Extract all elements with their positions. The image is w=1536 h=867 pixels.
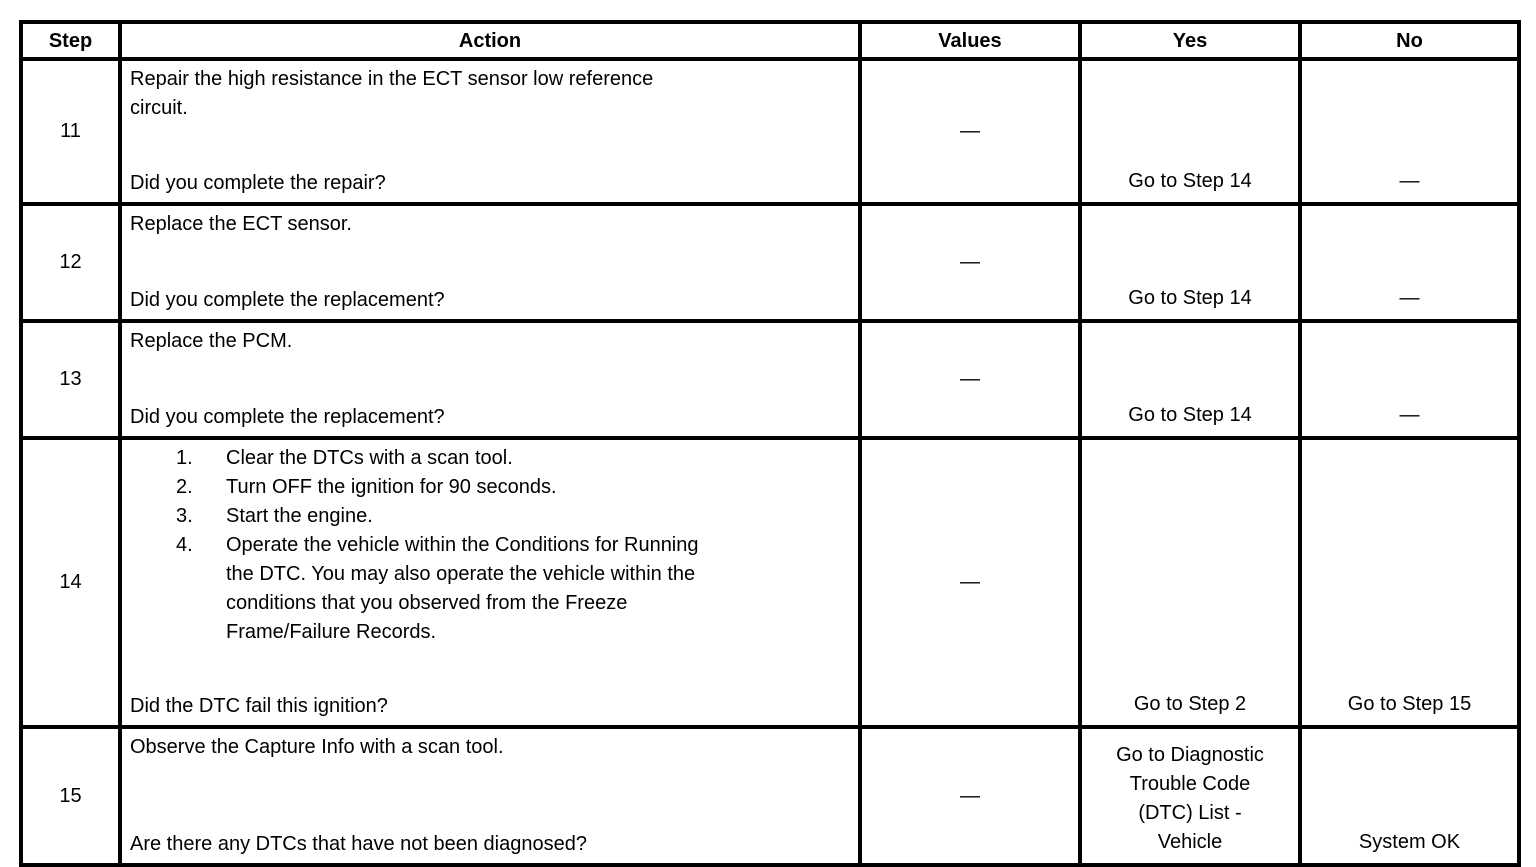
action-cell: Replace the PCM. Did you complete the re… [118, 319, 862, 440]
list-item-line: Frame/Failure Records. [226, 621, 437, 643]
step-number: 13 [19, 319, 122, 440]
column-header-yes: Yes [1078, 20, 1302, 61]
column-header-values: Values [858, 20, 1082, 61]
step-number: 14 [19, 436, 122, 729]
yes-branch-cell: Go to Step 2 [1078, 436, 1302, 729]
action-spacer [130, 123, 852, 169]
action-numbered-list: 1. Clear the DTCs with a scan tool. 2. T… [130, 444, 852, 647]
no-branch-cell: Go to Step 15 [1298, 436, 1521, 729]
yes-branch-line: (DTC) List - [1138, 802, 1242, 824]
action-instruction: Replace the ECT sensor. [130, 210, 852, 239]
list-item-number: 2. [176, 476, 193, 498]
yes-branch-cell: Go to Diagnostic Trouble Code (DTC) List… [1078, 725, 1302, 867]
list-item-line: Clear the DTCs with a scan tool. [226, 447, 513, 469]
action-spacer [130, 239, 852, 286]
step-number: 12 [19, 202, 122, 323]
action-instruction-line: Replace the ECT sensor. [130, 213, 352, 235]
list-item-text: Operate the vehicle within the Condition… [226, 531, 852, 647]
table-row: 15 Observe the Capture Info with a scan … [19, 725, 1521, 867]
list-item-number: 4. [176, 534, 193, 556]
action-instruction-line: Repair the high resistance in the ECT se… [130, 68, 654, 90]
list-item-line: Operate the vehicle within the Condition… [226, 534, 699, 556]
action-spacer [130, 762, 852, 830]
header-row: Step Action Values Yes No [19, 20, 1521, 61]
column-header-no: No [1298, 20, 1521, 61]
values-cell: — [858, 725, 1082, 867]
action-question: Are there any DTCs that have not been di… [130, 833, 587, 855]
action-cell: Replace the ECT sensor. Did you complete… [118, 202, 862, 323]
action-question: Did you complete the replacement? [130, 406, 445, 428]
no-branch-cell: System OK [1298, 725, 1521, 867]
action-instruction-line: circuit. [130, 97, 188, 119]
values-cell: — [858, 202, 1082, 323]
yes-branch-line: Vehicle [1157, 831, 1223, 853]
list-item-number: 1. [176, 447, 193, 469]
list-item-text: Turn OFF the ignition for 90 seconds. [226, 473, 852, 502]
table-row: 14 1. Clear the DTCs with a scan tool. [19, 436, 1521, 729]
table-body: 11 Repair the high resistance in the ECT… [19, 57, 1521, 867]
action-cell: Repair the high resistance in the ECT se… [118, 57, 862, 206]
action-instruction: Observe the Capture Info with a scan too… [130, 733, 852, 762]
no-branch-cell: — [1298, 57, 1521, 206]
yes-branch-cell: Go to Step 14 [1078, 319, 1302, 440]
list-item-number: 3. [176, 505, 193, 527]
no-branch-cell: — [1298, 319, 1521, 440]
list-item-line: conditions that you observed from the Fr… [226, 592, 628, 614]
action-cell: Observe the Capture Info with a scan too… [118, 725, 862, 867]
action-instruction-line: Observe the Capture Info with a scan too… [130, 736, 504, 758]
action-cell: 1. Clear the DTCs with a scan tool. 2. T… [118, 436, 862, 729]
list-item-line: Start the engine. [226, 505, 373, 527]
action-question: Did you complete the repair? [130, 172, 386, 194]
list-item: 3. Start the engine. [130, 502, 852, 531]
page-root: Step Action Values Yes No 11 Repair the … [19, 20, 1521, 867]
step-number: 15 [19, 725, 122, 867]
yes-branch-cell: Go to Step 14 [1078, 57, 1302, 206]
list-item: 1. Clear the DTCs with a scan tool. [130, 444, 852, 473]
action-spacer [130, 647, 852, 692]
action-spacer [130, 356, 852, 403]
step-number: 11 [19, 57, 122, 206]
list-item: 2. Turn OFF the ignition for 90 seconds. [130, 473, 852, 502]
list-item-text: Start the engine. [226, 502, 852, 531]
list-item-line: the DTC. You may also operate the vehicl… [226, 563, 696, 585]
values-cell: — [858, 57, 1082, 206]
column-header-step: Step [19, 20, 122, 61]
action-instruction-line: Replace the PCM. [130, 330, 293, 352]
action-question: Did the DTC fail this ignition? [130, 695, 388, 717]
yes-branch-line: Trouble Code [1129, 773, 1251, 795]
list-item-line: Turn OFF the ignition for 90 seconds. [226, 476, 557, 498]
action-question: Did you complete the replacement? [130, 289, 445, 311]
values-cell: — [858, 319, 1082, 440]
table-header: Step Action Values Yes No [19, 20, 1521, 61]
values-cell: — [858, 436, 1082, 729]
yes-branch-cell: Go to Step 14 [1078, 202, 1302, 323]
table-row: 12 Replace the ECT sensor. Did you compl… [19, 202, 1521, 323]
list-item-text: Clear the DTCs with a scan tool. [226, 444, 852, 473]
list-item: 4. Operate the vehicle within the Condit… [130, 531, 852, 647]
yes-branch-line: Go to Diagnostic [1116, 744, 1264, 766]
action-instruction: Repair the high resistance in the ECT se… [130, 65, 852, 123]
diagnostic-procedure-table: Step Action Values Yes No 11 Repair the … [19, 20, 1521, 867]
no-branch-cell: — [1298, 202, 1521, 323]
action-instruction: Replace the PCM. [130, 327, 852, 356]
column-header-action: Action [118, 20, 862, 61]
table-row: 13 Replace the PCM. Did you complete the… [19, 319, 1521, 440]
table-row: 11 Repair the high resistance in the ECT… [19, 57, 1521, 206]
